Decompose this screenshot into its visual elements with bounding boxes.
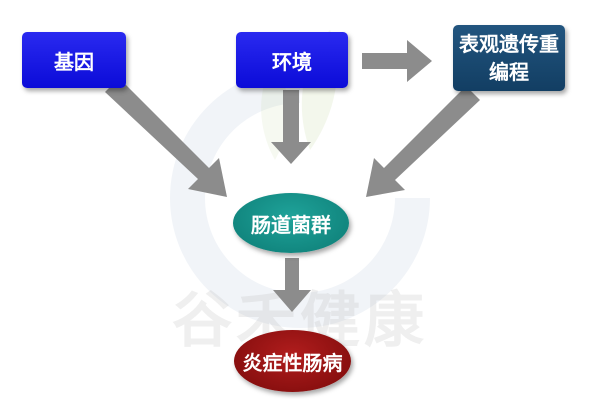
arrow-epigenetic-to-microbiota [366, 86, 480, 197]
node-gene: 基因 [22, 32, 126, 88]
node-gene-label: 基因 [54, 49, 94, 74]
node-epigenetic-label: 表观遗传重编程 [459, 32, 559, 84]
arrow-microbiota-to-ibd [273, 258, 311, 312]
node-environment: 环境 [236, 32, 348, 88]
node-epigenetic: 表观遗传重编程 [453, 25, 565, 91]
arrow-environment-to-epigenetic [362, 40, 432, 82]
node-microbiota: 肠道菌群 [233, 193, 349, 253]
node-environment-label: 环境 [272, 49, 312, 74]
arrow-environment-to-microbiota [271, 90, 311, 164]
node-microbiota-label: 肠道菌群 [251, 212, 331, 237]
node-ibd: 炎症性肠病 [234, 330, 351, 392]
arrow-gene-to-microbiota [105, 78, 227, 197]
node-ibd-label: 炎症性肠病 [242, 350, 343, 375]
